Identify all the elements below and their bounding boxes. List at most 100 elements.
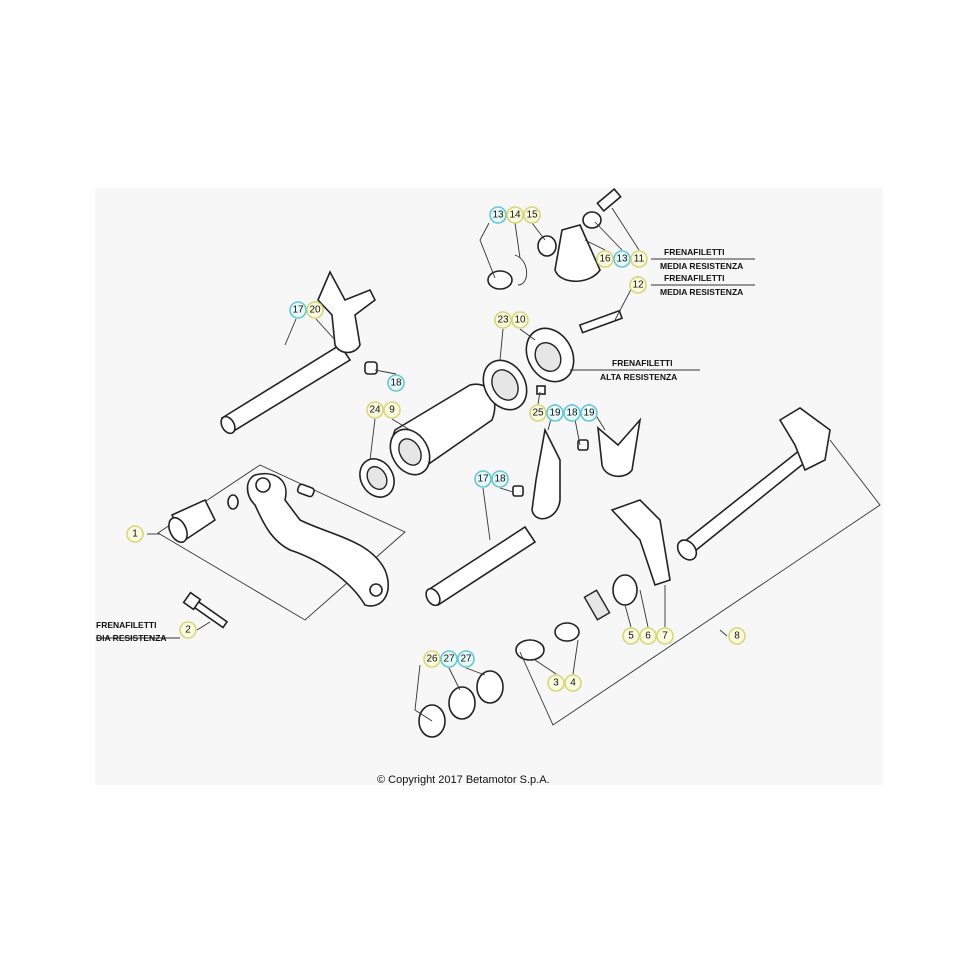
- callout-circle: [656, 627, 674, 645]
- callout-number: 7: [662, 631, 668, 642]
- shift-fork-lower-right: [596, 417, 642, 478]
- callout-number: 12: [632, 280, 644, 291]
- drum-bearing-left: [359, 458, 395, 498]
- callout-circle: [613, 250, 631, 268]
- callout-circle: [529, 404, 547, 422]
- callout-circle: [383, 401, 401, 419]
- callout-circle: [546, 404, 564, 422]
- star-pin: [536, 385, 546, 395]
- bushing-1: [448, 686, 476, 720]
- callout-5: 5: [622, 627, 640, 645]
- callout-10: 10: [511, 311, 529, 329]
- svg-text:FRENAFILETTI: FRENAFILETTI: [664, 273, 724, 283]
- gear-pedal: [246, 473, 390, 607]
- callout-number: 26: [426, 654, 438, 665]
- callout-number: 24: [369, 405, 381, 416]
- callout-circle: [629, 276, 647, 294]
- callout-circle: [474, 470, 492, 488]
- svg-text:MEDIA RESISTENZA: MEDIA RESISTENZA: [660, 261, 743, 271]
- callout-16: 16: [596, 250, 614, 268]
- callout-20: 20: [306, 301, 324, 319]
- callout-number: 10: [514, 315, 526, 326]
- star-bolt: [578, 309, 624, 334]
- callout-number: 3: [553, 678, 559, 689]
- callout-circle: [728, 627, 746, 645]
- callout-circle: [366, 401, 384, 419]
- callout-number: 25: [532, 408, 544, 419]
- svg-text:FRENAFILETTI: FRENAFILETTI: [664, 247, 724, 257]
- shift-drum: [389, 383, 496, 476]
- callout-number: 18: [494, 474, 506, 485]
- shift-fork-upper: [317, 270, 377, 354]
- callout-number: 18: [566, 408, 578, 419]
- callout-2: 2: [179, 621, 197, 639]
- note-1: FRENAFILETTI MEDIA RESISTENZA: [660, 247, 743, 271]
- fork-shaft-upper: [220, 343, 352, 435]
- svg-text:DIA RESISTENZA: DIA RESISTENZA: [96, 633, 167, 643]
- detent-spring: [514, 254, 528, 286]
- shift-fork-lower-left: [531, 427, 561, 520]
- callout-circle: [563, 404, 581, 422]
- note-3: FRENAFILETTI ALTA RESISTENZA: [600, 358, 677, 382]
- fork-shaft-lower: [425, 525, 537, 607]
- detent-roller: [537, 235, 557, 257]
- return-spring: [554, 622, 580, 642]
- callout-13: 13: [613, 250, 631, 268]
- callout-circle: [491, 470, 509, 488]
- callout-12: 12: [629, 276, 647, 294]
- bushing-2: [476, 670, 504, 704]
- selector-plate: [610, 499, 671, 587]
- fork-roller-3: [512, 485, 524, 497]
- callout-number: 17: [292, 305, 304, 316]
- callout-circle: [523, 206, 541, 224]
- fork-roller-2: [577, 439, 589, 451]
- callout-number: 8: [734, 631, 740, 642]
- note-4: FRENAFILETTI DIA RESISTENZA: [96, 620, 167, 643]
- callout-19: 19: [580, 404, 598, 422]
- callout-number: 13: [616, 254, 628, 265]
- leader-lines: [96, 207, 881, 726]
- callout-23: 23: [494, 311, 512, 329]
- pedal-rubber: [168, 498, 217, 544]
- callout-circle: [506, 206, 524, 224]
- callout-circle: [489, 206, 507, 224]
- callout-number: 23: [497, 315, 509, 326]
- callout-19: 19: [546, 404, 564, 422]
- callout-number: 20: [309, 305, 321, 316]
- lever-bolt: [596, 187, 622, 213]
- callout-circle: [564, 674, 582, 692]
- callout-circle: [622, 627, 640, 645]
- callout-circle: [423, 650, 441, 668]
- callout-circle: [440, 650, 458, 668]
- assembly-outline-1: [157, 464, 406, 621]
- callout-number: 27: [460, 654, 472, 665]
- callout-circle: [387, 374, 405, 392]
- spring: [583, 589, 611, 621]
- callout-circle: [639, 627, 657, 645]
- callout-number: 4: [570, 678, 576, 689]
- callout-9: 9: [383, 401, 401, 419]
- callout-number: 14: [509, 210, 521, 221]
- callout-3: 3: [547, 674, 565, 692]
- callout-circle: [306, 301, 324, 319]
- shift-star: [525, 327, 575, 383]
- svg-text:MEDIA RESISTENZA: MEDIA RESISTENZA: [660, 287, 743, 297]
- callout-17: 17: [474, 470, 492, 488]
- callout-number: 11: [634, 254, 645, 265]
- callout-18: 18: [387, 374, 405, 392]
- callout-number: 6: [645, 631, 651, 642]
- pedal-bolt: [182, 591, 229, 629]
- callout-circle: [126, 525, 144, 543]
- callout-8: 8: [728, 627, 746, 645]
- detent-lever: [554, 224, 601, 283]
- callout-7: 7: [656, 627, 674, 645]
- callout-number: 19: [549, 408, 561, 419]
- callout-number: 15: [526, 210, 538, 221]
- callout-circle: [457, 650, 475, 668]
- callout-circle: [511, 311, 529, 329]
- callout-17: 17: [289, 301, 307, 319]
- svg-text:FRENAFILETTI: FRENAFILETTI: [612, 358, 672, 368]
- shaft-washer: [515, 639, 545, 661]
